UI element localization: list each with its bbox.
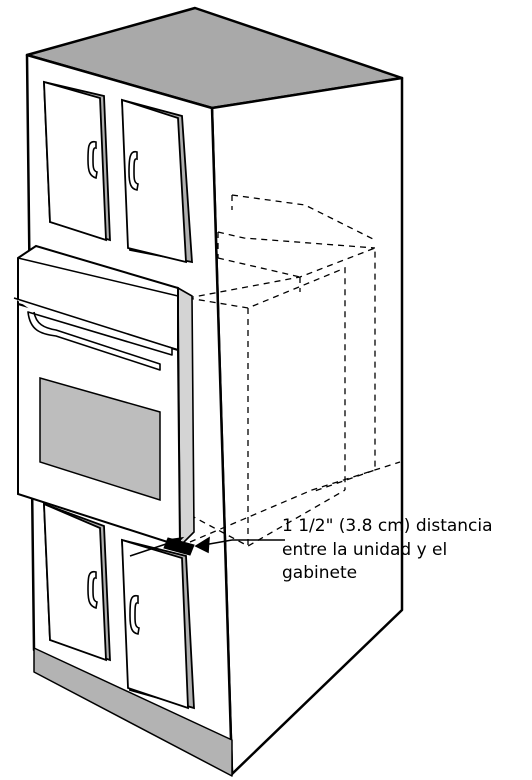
upper-left-door bbox=[43, 80, 111, 242]
toe-kick-base bbox=[33, 647, 233, 777]
oven-door-handle bbox=[13, 297, 173, 371]
clearance-label-line-3: gabinete bbox=[282, 563, 357, 583]
upper-right-door-handle bbox=[128, 150, 139, 191]
lower-left-door-handle bbox=[87, 570, 98, 610]
clearance-leader-line bbox=[129, 536, 285, 557]
leader-arrow-right bbox=[194, 536, 210, 554]
clearance-label: 1 1/2" (3.8 cm) distancia entre la unida… bbox=[282, 516, 498, 583]
wall-oven bbox=[13, 244, 195, 548]
upper-left-door-handle bbox=[87, 140, 98, 180]
hidden-oven-outline bbox=[187, 194, 401, 548]
oven-control-panel bbox=[17, 244, 179, 352]
upper-right-door bbox=[121, 98, 193, 264]
lower-right-door-handle bbox=[129, 594, 140, 635]
leader-arrow-left bbox=[166, 536, 185, 550]
oven-window bbox=[39, 377, 161, 502]
lower-left-door bbox=[43, 502, 111, 662]
cabinet-side-face bbox=[210, 76, 404, 776]
clearance-label-line-1: 1 1/2" (3.8 cm) distancia bbox=[282, 516, 493, 536]
lower-right-door bbox=[121, 538, 195, 710]
clearance-label-line-2: entre la unidad y el bbox=[282, 540, 447, 560]
